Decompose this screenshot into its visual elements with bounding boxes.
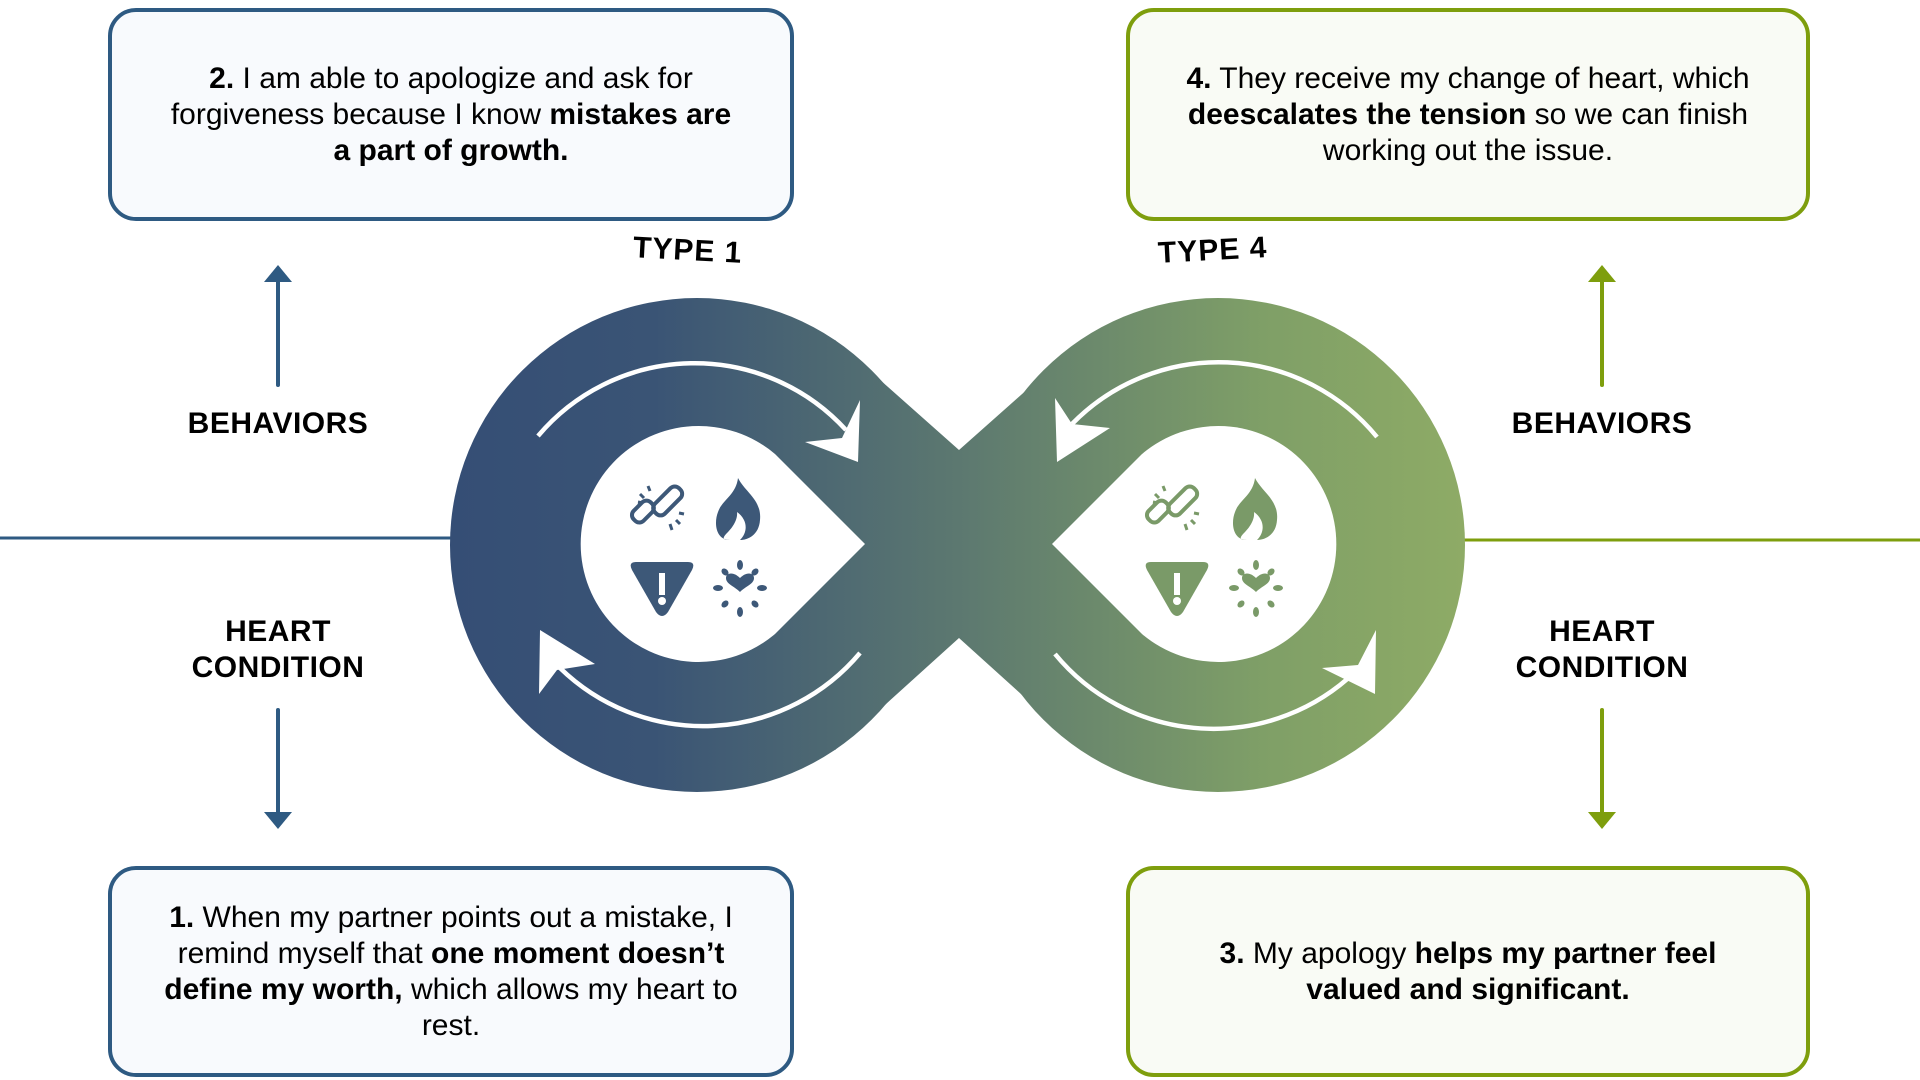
step-emphasis: one moment doesn’t define my worth,: [164, 936, 725, 1006]
step-2-box: 2. I am able to apologize and ask for fo…: [108, 8, 794, 221]
left-top-arrowhead: [805, 400, 860, 462]
right-heart-line2: CONDITION: [1515, 651, 1689, 684]
step-text: My apology: [1244, 936, 1415, 970]
step-text: so we can finish working out the issue.: [1322, 97, 1749, 167]
heart-burst-icon: [713, 560, 767, 617]
left-up-arrow: [264, 265, 292, 387]
crossing-band-a: [778, 340, 1140, 750]
step-emphasis: deescalates the tension: [1187, 97, 1527, 131]
left-behaviors-label: BEHAVIORS: [187, 407, 369, 440]
type4-label: TYPE 4: [1157, 231, 1269, 270]
flame-icon: [1232, 478, 1278, 540]
step-text: They receive my change of heart, which: [1211, 61, 1750, 95]
step-number: 2.: [209, 61, 235, 95]
warning-icon: [1145, 562, 1209, 616]
left-heart-condition-label: HEART CONDITION: [128, 614, 428, 686]
left-bottom-arrowhead: [539, 630, 595, 694]
step-3-box: 3. My apology helps my partner feel valu…: [1126, 866, 1810, 1077]
step-text: When my partner points out a mistake, I …: [177, 900, 733, 970]
right-loop-hole: [1052, 426, 1337, 662]
right-up-arrow: [1588, 265, 1616, 387]
step-text: I am able to apologize and ask for forgi…: [170, 61, 693, 131]
broken-link-icon: [1144, 484, 1200, 531]
heart-burst-icon: [1229, 560, 1283, 617]
left-down-arrow: [264, 708, 292, 829]
type1-label: TYPE 1: [632, 231, 744, 270]
right-bottom-arc: [1053, 652, 1357, 731]
right-bottom-arrowhead: [1322, 630, 1376, 694]
infinity-loop: [450, 298, 1465, 792]
flame-icon: [715, 478, 761, 540]
step-2-text: 2. I am able to apologize and ask for fo…: [162, 61, 740, 169]
step-emphasis: helps my partner feel valued and signifi…: [1306, 936, 1717, 1006]
step-1-text: 1. When my partner points out a mistake,…: [162, 900, 740, 1044]
warning-icon: [630, 562, 694, 616]
right-top-arc: [1070, 359, 1379, 439]
step-number: 4.: [1186, 61, 1212, 95]
step-emphasis: mistakes are a part of growth.: [333, 97, 732, 167]
right-icons: [1144, 478, 1283, 617]
left-icons: [629, 478, 767, 617]
step-3-text: 3. My apology helps my partner feel valu…: [1180, 936, 1756, 1008]
right-down-arrow: [1588, 708, 1616, 829]
left-bottom-arc: [558, 651, 862, 729]
step-number: 3.: [1219, 936, 1245, 970]
left-heart-line1: HEART: [225, 615, 331, 648]
step-1-box: 1. When my partner points out a mistake,…: [108, 866, 794, 1077]
right-loop-arrows: [1053, 359, 1379, 731]
right-behaviors-label: BEHAVIORS: [1511, 407, 1693, 440]
left-heart-line2: CONDITION: [191, 651, 365, 684]
right-top-arrowhead: [1055, 398, 1110, 462]
right-heart-line1: HEART: [1549, 615, 1655, 648]
right-heart-condition-label: HEART CONDITION: [1452, 614, 1752, 686]
step-4-text: 4. They receive my change of heart, whic…: [1180, 61, 1756, 169]
left-top-arc: [536, 361, 848, 438]
broken-link-icon: [629, 484, 685, 531]
step-number: 1.: [169, 900, 195, 934]
step-text: which allows my heart to rest.: [402, 972, 738, 1042]
left-loop-arrows: [536, 361, 862, 729]
step-4-box: 4. They receive my change of heart, whic…: [1126, 8, 1810, 221]
